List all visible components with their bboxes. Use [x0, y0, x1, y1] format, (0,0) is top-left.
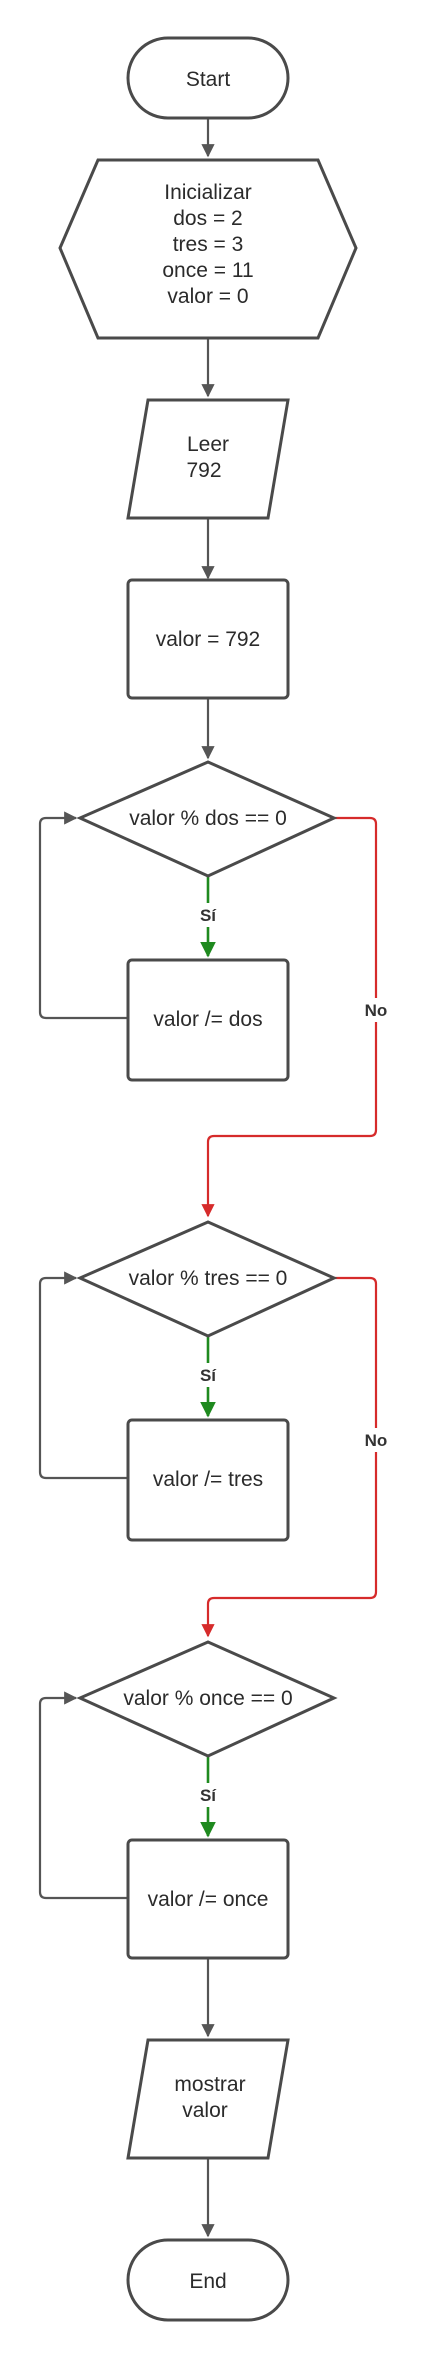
show-line-2: valor: [182, 2099, 228, 2122]
cond-dos-label: valor % dos == 0: [129, 807, 287, 830]
end-node: End: [126, 2238, 290, 2322]
start-node: Start: [126, 36, 290, 120]
cond-once-label: valor % once == 0: [123, 1687, 292, 1710]
init-node: Inicializar dos = 2 tres = 3 once = 11 v…: [58, 158, 358, 340]
div-tres-node: valor /= tres: [126, 1418, 290, 1542]
div-once-process: [126, 1838, 290, 1960]
show-line-1: mostrar: [174, 2073, 245, 2096]
init-line-1: Inicializar: [164, 181, 252, 204]
div-dos-process: [126, 958, 290, 1082]
end-terminator: [126, 2238, 290, 2322]
read-line-1: Leer: [187, 433, 229, 456]
label-bg: [192, 1783, 224, 1807]
edge-loop-dos: [38, 811, 128, 1020]
init-hexagon: [58, 158, 358, 340]
edge-no-tres: [201, 1276, 378, 1638]
read-parallelogram: [126, 398, 290, 520]
cond-dos-diamond: [76, 760, 338, 878]
yes-label-dos: Sí: [200, 906, 217, 925]
label-bg: [358, 1428, 394, 1452]
cond-tres-diamond: [76, 1220, 338, 1338]
init-line-5: valor = 0: [167, 285, 248, 308]
yes-label-once: Sí: [200, 1786, 217, 1805]
edge-no-dos: [201, 816, 378, 1218]
show-parallelogram: [126, 2038, 290, 2160]
edge-labels: Sí No Sí No Sí: [192, 903, 394, 1807]
assign-label: valor = 792: [156, 628, 261, 651]
edges: [38, 118, 378, 2238]
edge-loop-tres: [38, 1271, 128, 1480]
div-tres-label: valor /= tres: [153, 1468, 263, 1491]
init-line-3: tres = 3: [173, 233, 244, 256]
cond-dos-node: valor % dos == 0: [76, 760, 338, 878]
label-bg: [192, 1363, 224, 1387]
read-node: Leer 792: [126, 398, 290, 520]
div-tres-process: [126, 1418, 290, 1542]
end-label: End: [189, 2270, 226, 2293]
cond-tres-node: valor % tres == 0: [76, 1220, 338, 1338]
assign-node: valor = 792: [126, 578, 290, 700]
read-line-2: 792: [186, 459, 221, 482]
cond-once-diamond: [76, 1640, 338, 1758]
start-terminator: [126, 36, 290, 120]
cond-once-node: valor % once == 0: [76, 1640, 338, 1758]
edge-loop-once: [38, 1691, 128, 1900]
div-dos-label: valor /= dos: [153, 1008, 262, 1031]
show-node: mostrar valor: [126, 2038, 290, 2160]
label-bg: [358, 998, 394, 1022]
init-line-4: once = 11: [162, 259, 253, 282]
start-label: Start: [186, 68, 231, 91]
assign-process: [126, 578, 290, 700]
yes-label-tres: Sí: [200, 1366, 217, 1385]
div-once-node: valor /= once: [126, 1838, 290, 1960]
div-once-label: valor /= once: [148, 1888, 269, 1911]
div-dos-node: valor /= dos: [126, 958, 290, 1082]
cond-tres-label: valor % tres == 0: [129, 1267, 288, 1290]
label-bg: [192, 903, 224, 927]
no-label-dos: No: [365, 1001, 388, 1020]
no-label-tres: No: [365, 1431, 388, 1450]
init-line-2: dos = 2: [173, 207, 242, 230]
